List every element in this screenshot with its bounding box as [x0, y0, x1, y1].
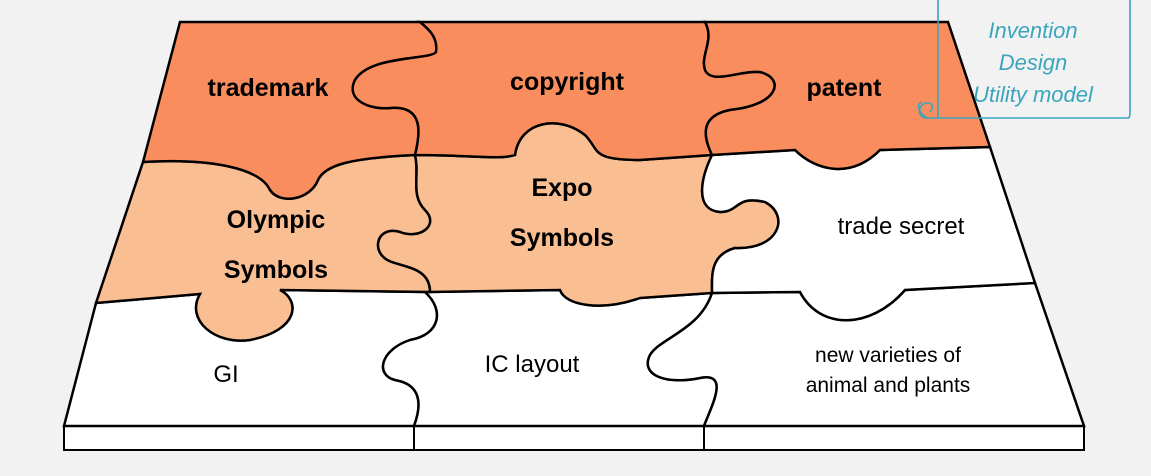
label-patent: patent — [807, 74, 883, 102]
callout-line-utility-model: Utility model — [973, 82, 1094, 107]
label-olympic-line1: Olympic — [227, 206, 326, 234]
label-trademark: trademark — [208, 74, 329, 102]
label-gi: GI — [213, 361, 238, 388]
puzzle-base — [63, 425, 1085, 451]
callout-line-design: Design — [999, 50, 1067, 75]
label-olympic-line2: Symbols — [224, 256, 328, 284]
label-copyright: copyright — [510, 68, 625, 96]
label-expo-line2: Symbols — [510, 224, 614, 252]
patent-types-callout: Invention Design Utility model — [917, 0, 1131, 119]
label-new-varieties-line1: new varieties of — [815, 344, 961, 367]
label-ic-layout: IC layout — [485, 351, 580, 378]
label-new-varieties-line2: animal and plants — [806, 374, 971, 397]
label-expo-line1: Expo — [531, 174, 592, 202]
callout-line-invention: Invention — [988, 18, 1077, 43]
piece-patent — [702, 20, 992, 171]
label-trade-secret: trade secret — [838, 213, 965, 240]
